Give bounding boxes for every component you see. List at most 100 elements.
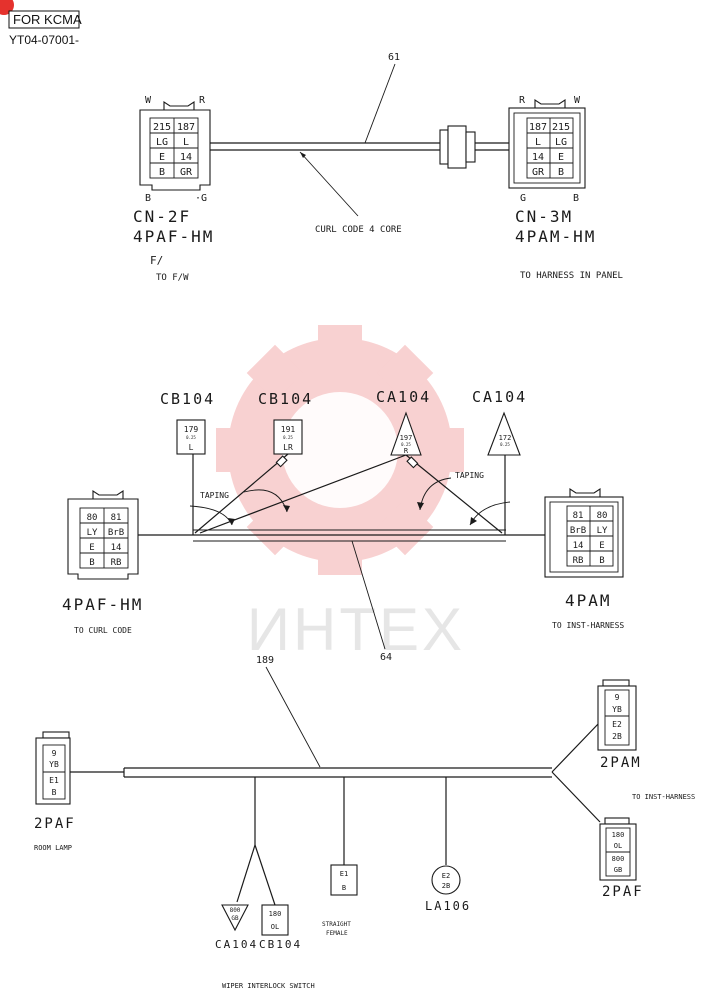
pin-letter-b: B xyxy=(145,193,151,204)
pin-letter-r: R xyxy=(199,95,206,106)
connector-note: TO CURL CODE xyxy=(74,626,132,635)
cell-text: LY xyxy=(87,528,98,538)
pin-letter-g: ·G xyxy=(195,193,207,204)
section-curl-code: W R 215 187 LG L E 14 B GR B ·G CN-2F 4P… xyxy=(133,52,623,283)
cell-text: BrB xyxy=(570,526,586,536)
pin-letter-w: W xyxy=(574,95,581,106)
terminal-ca104-800: 800 GB xyxy=(221,904,249,932)
connector-2paf: 180 OL 800 GB 2PAF xyxy=(599,817,642,900)
wiper-interlock-note: WIPER INTERLOCK SWITCH xyxy=(222,982,315,990)
connector-type: 4PAM-HM xyxy=(515,227,596,246)
cell-text: E xyxy=(89,543,94,553)
cell-text: 187 xyxy=(177,122,195,133)
cell-text: L xyxy=(183,137,189,148)
watermark-text: ИНТЕХ xyxy=(247,596,465,663)
cell-text: 9 xyxy=(52,749,57,758)
cb104-label: CB104 xyxy=(160,390,215,408)
connector-note: TO HARNESS IN PANEL xyxy=(520,271,623,281)
taping-label: TAPING xyxy=(200,491,229,500)
cell-text: 81 xyxy=(111,513,122,523)
cell-text: LY xyxy=(597,526,608,536)
ca104-label: CA104 xyxy=(215,938,258,951)
cell-text: 215 xyxy=(153,122,171,133)
cell-text: B xyxy=(52,788,57,797)
terminal-ca104-172: 172 0.25 xyxy=(487,411,521,456)
connector-name: CN-3M xyxy=(515,207,573,226)
cell-text: 800 xyxy=(612,855,625,863)
straight-note: FEMALE xyxy=(326,930,348,937)
cell-text: LG xyxy=(156,137,168,148)
connector-name: CN-2F xyxy=(133,207,191,226)
connector-4paf-hm: 80 81 LY BrB E 14 B RB 4PAF-HM TO CURL C… xyxy=(62,489,143,635)
cell-text: E xyxy=(159,152,165,163)
cell-text: B xyxy=(599,556,604,566)
terminal-color: R xyxy=(404,447,409,455)
cell-text: RB xyxy=(111,558,122,568)
taping-label: TAPING xyxy=(455,471,484,480)
ca104-label: CA104 xyxy=(376,388,431,406)
splice-icon xyxy=(275,455,419,469)
cell-text: B xyxy=(558,167,564,178)
cell-text: BrB xyxy=(108,528,124,538)
terminal-size: 0.25 xyxy=(186,435,196,440)
terminal-code: 197 xyxy=(400,434,413,442)
connector-note: TO INST-HARNESS xyxy=(552,621,624,630)
terminal-color: 2B xyxy=(442,882,450,890)
cell-text: 180 xyxy=(612,831,625,839)
cell-text: 80 xyxy=(87,513,98,523)
pin-letter-g: G xyxy=(520,193,526,204)
terminal-code: 172 xyxy=(499,434,512,442)
cell-text: E2 xyxy=(612,720,622,729)
terminal-size: 0.25 xyxy=(401,442,411,447)
terminal-cb104-180: 180 OL xyxy=(261,904,289,936)
cell-text: E xyxy=(599,541,604,551)
connector-note: TO F/W xyxy=(156,273,189,283)
cell-text: L xyxy=(535,137,541,148)
cell-text: 2B xyxy=(612,732,622,741)
cell-text: YB xyxy=(49,760,59,769)
cell-text: 9 xyxy=(615,693,620,702)
cell-text: 14 xyxy=(573,541,584,551)
inst-harness-note: TO INST-HARNESS xyxy=(632,793,695,801)
cb104-label: CB104 xyxy=(258,390,313,408)
callout-61: 61 xyxy=(388,52,400,63)
terminal-code: 180 xyxy=(269,910,282,918)
connector-type: 2PAF xyxy=(34,816,76,832)
terminal-straight-female: E1 B xyxy=(330,864,358,896)
cell-text: E xyxy=(558,152,564,163)
connector-4pam: 81 80 BrB LY 14 E RB B 4PAM TO INST-HARN… xyxy=(544,487,624,630)
curl-code-label: CURL CODE 4 CORE xyxy=(315,225,402,235)
cell-text: 187 xyxy=(529,122,547,133)
terminal-code: E2 xyxy=(442,872,450,880)
terminal-code: 179 xyxy=(184,425,199,434)
connector-2pam: 9 YB E2 2B 2PAM xyxy=(597,679,642,771)
cell-text: 14 xyxy=(180,152,192,163)
connector-note: F/ xyxy=(150,254,163,267)
terminal-color: GB xyxy=(231,915,239,922)
cell-text: E1 xyxy=(49,776,59,785)
cell-text: GB xyxy=(614,866,622,874)
cell-text: GR xyxy=(180,167,193,178)
cell-text: GR xyxy=(532,167,545,178)
cable-boot xyxy=(439,125,476,169)
callout-64: 64 xyxy=(380,652,392,663)
connector-type: 4PAF-HM xyxy=(62,595,143,614)
doc-code: YT04-07001- xyxy=(9,33,79,47)
terminal-color: B xyxy=(342,884,346,892)
terminal-code: 191 xyxy=(281,425,296,434)
terminal-color: L xyxy=(189,443,194,452)
header: FOR KCMA YT04-07001- xyxy=(0,0,82,47)
cell-text: 215 xyxy=(552,122,570,133)
connector-type: 2PAM xyxy=(600,755,642,771)
watermark: ИНТЕХ xyxy=(216,325,465,663)
cell-text: 14 xyxy=(111,543,122,553)
pin-letter-w: W xyxy=(145,95,152,106)
terminal-size: 0.25 xyxy=(283,435,293,440)
terminal-color: LR xyxy=(283,443,293,452)
callout-189: 189 xyxy=(256,655,274,666)
terminal-size: 0.25 xyxy=(500,442,510,447)
cell-text: 81 xyxy=(573,511,584,521)
terminal-code: 800 xyxy=(230,907,241,914)
pin-letter-r: R xyxy=(519,95,526,106)
